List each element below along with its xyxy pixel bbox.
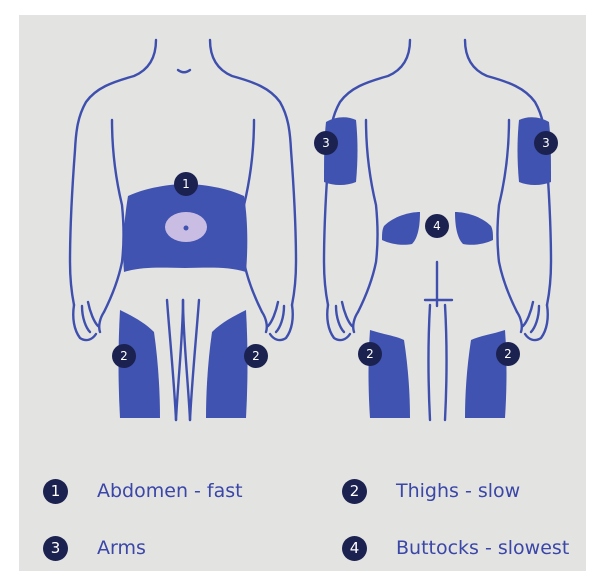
buttocks-left-zone xyxy=(382,212,420,245)
back-thigh-right-zone xyxy=(465,330,507,418)
front-thigh-right-zone xyxy=(206,310,248,418)
legend-label: Abdomen - fast xyxy=(97,480,243,502)
front-navel-mark xyxy=(178,70,190,72)
back-right-hand xyxy=(517,302,548,340)
back-right-inner-arm xyxy=(498,120,518,312)
front-right-leg-inner xyxy=(190,300,199,420)
svg-text:4: 4 xyxy=(433,219,441,233)
injection-sites-card: 1 2 2 3 3 4 2 2 1 xyxy=(19,15,586,571)
back-left-leg-inner xyxy=(429,305,431,420)
legend-label: Arms xyxy=(97,537,146,559)
figure-badge-back-arm-right: 3 xyxy=(534,131,558,155)
front-left-hand xyxy=(73,302,104,340)
legend-item-thighs: 2 Thighs - slow xyxy=(342,476,520,506)
svg-text:3: 3 xyxy=(542,136,550,150)
figure-badge-back-thigh-right: 2 xyxy=(496,342,520,366)
front-right-hand xyxy=(262,302,293,340)
front-left-inner-arm xyxy=(104,120,124,312)
legend-badge: 3 xyxy=(43,536,68,561)
svg-text:2: 2 xyxy=(366,347,374,361)
legend-item-arms: 3 Arms xyxy=(43,533,146,563)
legend-label: Buttocks - slowest xyxy=(396,537,569,559)
back-right-leg-inner xyxy=(445,305,447,420)
front-crotch-right xyxy=(183,300,190,420)
svg-text:2: 2 xyxy=(120,349,128,363)
legend-item-abdomen: 1 Abdomen - fast xyxy=(43,476,243,506)
figure-badge-back-thigh-left: 2 xyxy=(358,342,382,366)
front-crotch xyxy=(176,300,183,420)
legend-badge: 4 xyxy=(342,536,367,561)
figure-badge-front-thigh-left: 2 xyxy=(112,344,136,368)
figure-badge-abdomen: 1 xyxy=(174,172,198,196)
svg-text:1: 1 xyxy=(182,177,190,191)
svg-text:3: 3 xyxy=(322,136,330,150)
legend-badge: 2 xyxy=(342,479,367,504)
buttocks-right-zone xyxy=(455,212,493,245)
navel-dot xyxy=(184,226,189,231)
back-left-hand xyxy=(327,302,358,340)
back-spine-line xyxy=(425,262,452,306)
back-left-inner-arm xyxy=(358,120,378,312)
legend-item-buttocks: 4 Buttocks - slowest xyxy=(342,533,569,563)
figure-badge-buttocks: 4 xyxy=(425,214,449,238)
front-left-leg-inner xyxy=(167,300,176,420)
figure-badge-front-thigh-right: 2 xyxy=(244,344,268,368)
svg-text:2: 2 xyxy=(252,349,260,363)
svg-text:2: 2 xyxy=(504,347,512,361)
figure-badge-back-arm-left: 3 xyxy=(314,131,338,155)
legend-badge: 1 xyxy=(43,479,68,504)
legend-label: Thighs - slow xyxy=(396,480,520,502)
